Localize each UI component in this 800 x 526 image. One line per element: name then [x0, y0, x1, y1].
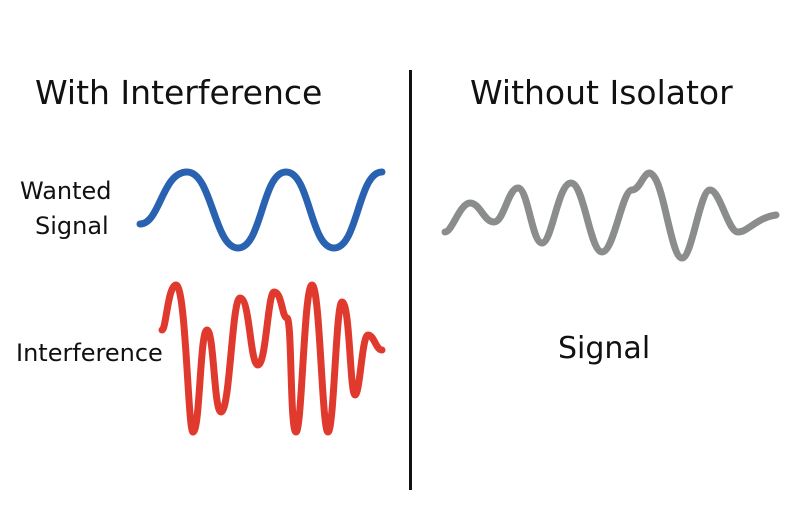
blue-sine-wave-path — [136, 168, 386, 252]
right-heading: Without Isolator — [470, 73, 733, 112]
left-heading: With Interference — [35, 73, 323, 112]
wanted-signal-label: Wanted Signal — [20, 174, 112, 244]
panel-divider — [409, 70, 412, 490]
interference-label: Interference — [16, 339, 163, 367]
gray-distorted-wave-path — [441, 169, 780, 262]
wanted-signal-label-line1: Wanted — [20, 177, 112, 205]
red-interference-wave-path — [158, 281, 386, 436]
wanted-signal-label-line2: Signal — [35, 211, 109, 240]
signal-label: Signal — [558, 331, 651, 366]
